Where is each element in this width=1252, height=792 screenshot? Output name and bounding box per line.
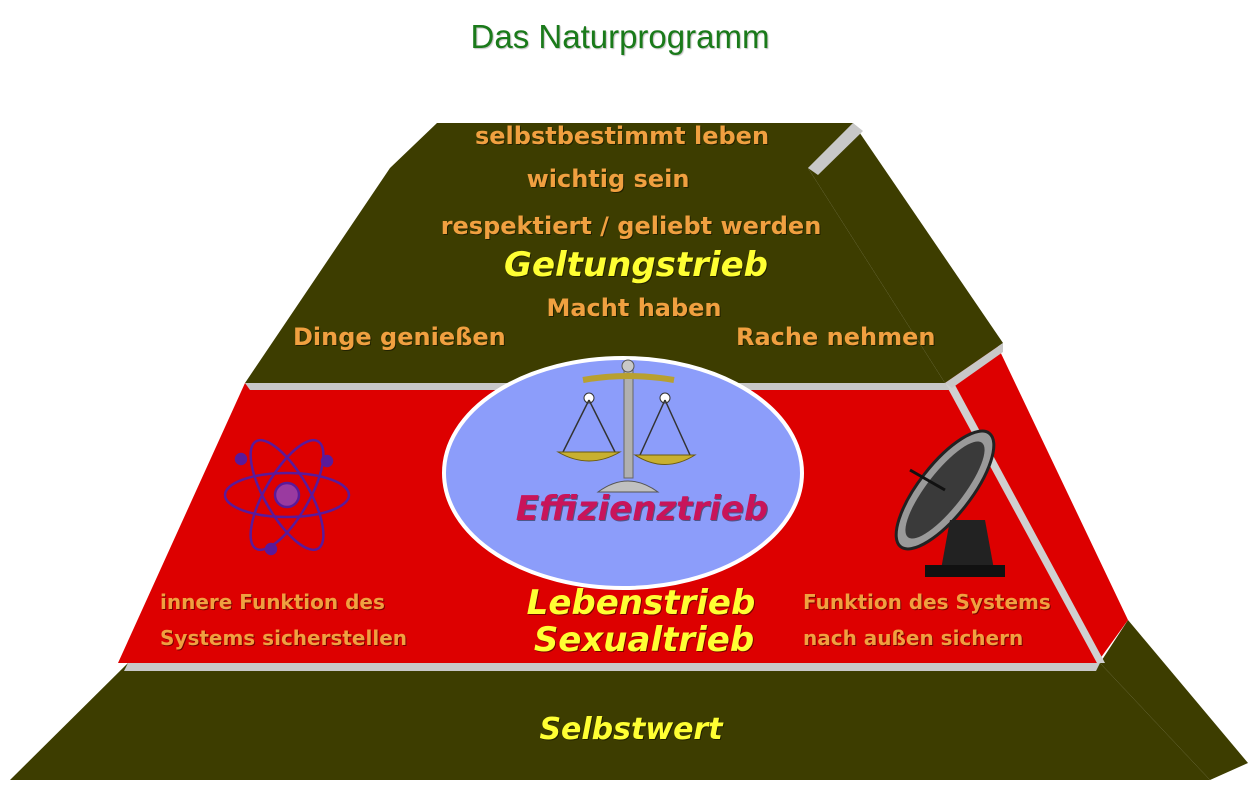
label-dinge-geniessen: Dinge genießen xyxy=(293,323,506,351)
heading-sexualtrieb: Sexualtrieb xyxy=(533,620,755,660)
label-funktion-systems-2: nach außen sichern xyxy=(803,626,1024,650)
label-innere-funktion-1: innere Funktion des xyxy=(160,590,385,614)
diagram-title: Das Naturprogramm xyxy=(470,18,770,55)
label-rache-nehmen: Rache nehmen xyxy=(736,323,936,351)
satellite-dish-icon xyxy=(894,429,1005,577)
base-tier-shadow xyxy=(1100,620,1248,780)
label-macht-haben: Macht haben xyxy=(546,294,722,322)
middle-tier-side xyxy=(945,345,1128,663)
label-selbstbestimmt-leben: selbstbestimmt leben xyxy=(474,122,770,150)
top-tier-side-edge-lower xyxy=(945,343,1003,388)
top-tier-side xyxy=(808,123,1003,383)
base-tier-edge xyxy=(124,663,1100,671)
balance-scale-icon xyxy=(556,359,697,493)
label-respektiert-geliebt: respektiert / geliebt werden xyxy=(440,212,822,240)
heading-selbstwert: Selbstwert xyxy=(539,712,723,747)
label-wichtig-sein: wichtig sein xyxy=(526,165,690,193)
top-tier-side-edge xyxy=(808,123,863,175)
heading-effizienztrieb: Effizienztrieb xyxy=(515,489,769,529)
efficiency-oval xyxy=(442,356,804,590)
label-funktion-systems-1: Funktion des Systems xyxy=(803,590,1051,614)
label-innere-funktion-2: Systems sicherstellen xyxy=(160,626,408,650)
heading-lebenstrieb: Lebenstrieb xyxy=(526,583,756,623)
atom-icon xyxy=(223,438,351,556)
top-tier-front xyxy=(245,168,945,383)
heading-geltungstrieb: Geltungstrieb xyxy=(504,245,768,285)
base-tier xyxy=(10,663,1210,780)
top-tier-back xyxy=(390,123,853,168)
